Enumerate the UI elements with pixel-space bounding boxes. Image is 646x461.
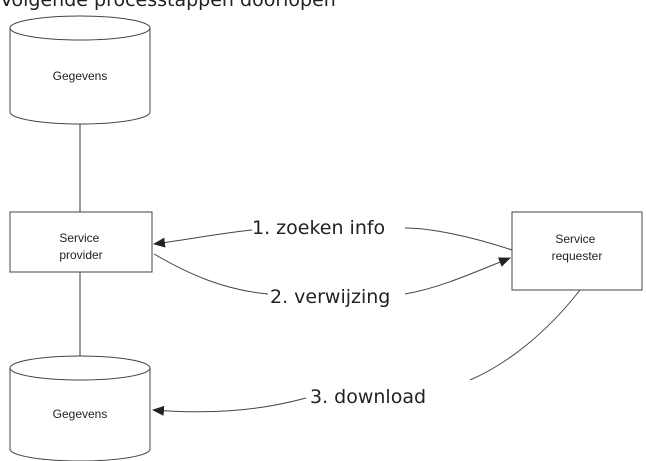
bottom-database-label: Gegevens (53, 407, 108, 421)
arrow-step-2-tail (404, 257, 511, 295)
service-requester-label: Service requester (552, 232, 603, 263)
top-database-label: Gegevens (53, 69, 108, 83)
bottom-database: Gegevens (9, 355, 151, 461)
arrow-step-1 (404, 227, 513, 251)
arrow-step-3 (469, 289, 581, 381)
service-provider-node: Service provider (9, 211, 153, 273)
step-3-label: 3. download (310, 386, 426, 408)
arrow-step-3-tail (152, 397, 307, 416)
step-2-label: 2. verwijzing (270, 286, 390, 308)
header-text: Volgende processtappen doorlopen (0, 0, 336, 11)
service-provider-label: Service provider (59, 231, 102, 262)
step-1-label: 1. zoeken info (252, 217, 385, 239)
service-requester-node: Service requester (511, 211, 643, 291)
arrow-step-1-tail (153, 229, 253, 248)
arrow-step-2 (153, 253, 269, 295)
top-database: Gegevens (9, 15, 151, 125)
